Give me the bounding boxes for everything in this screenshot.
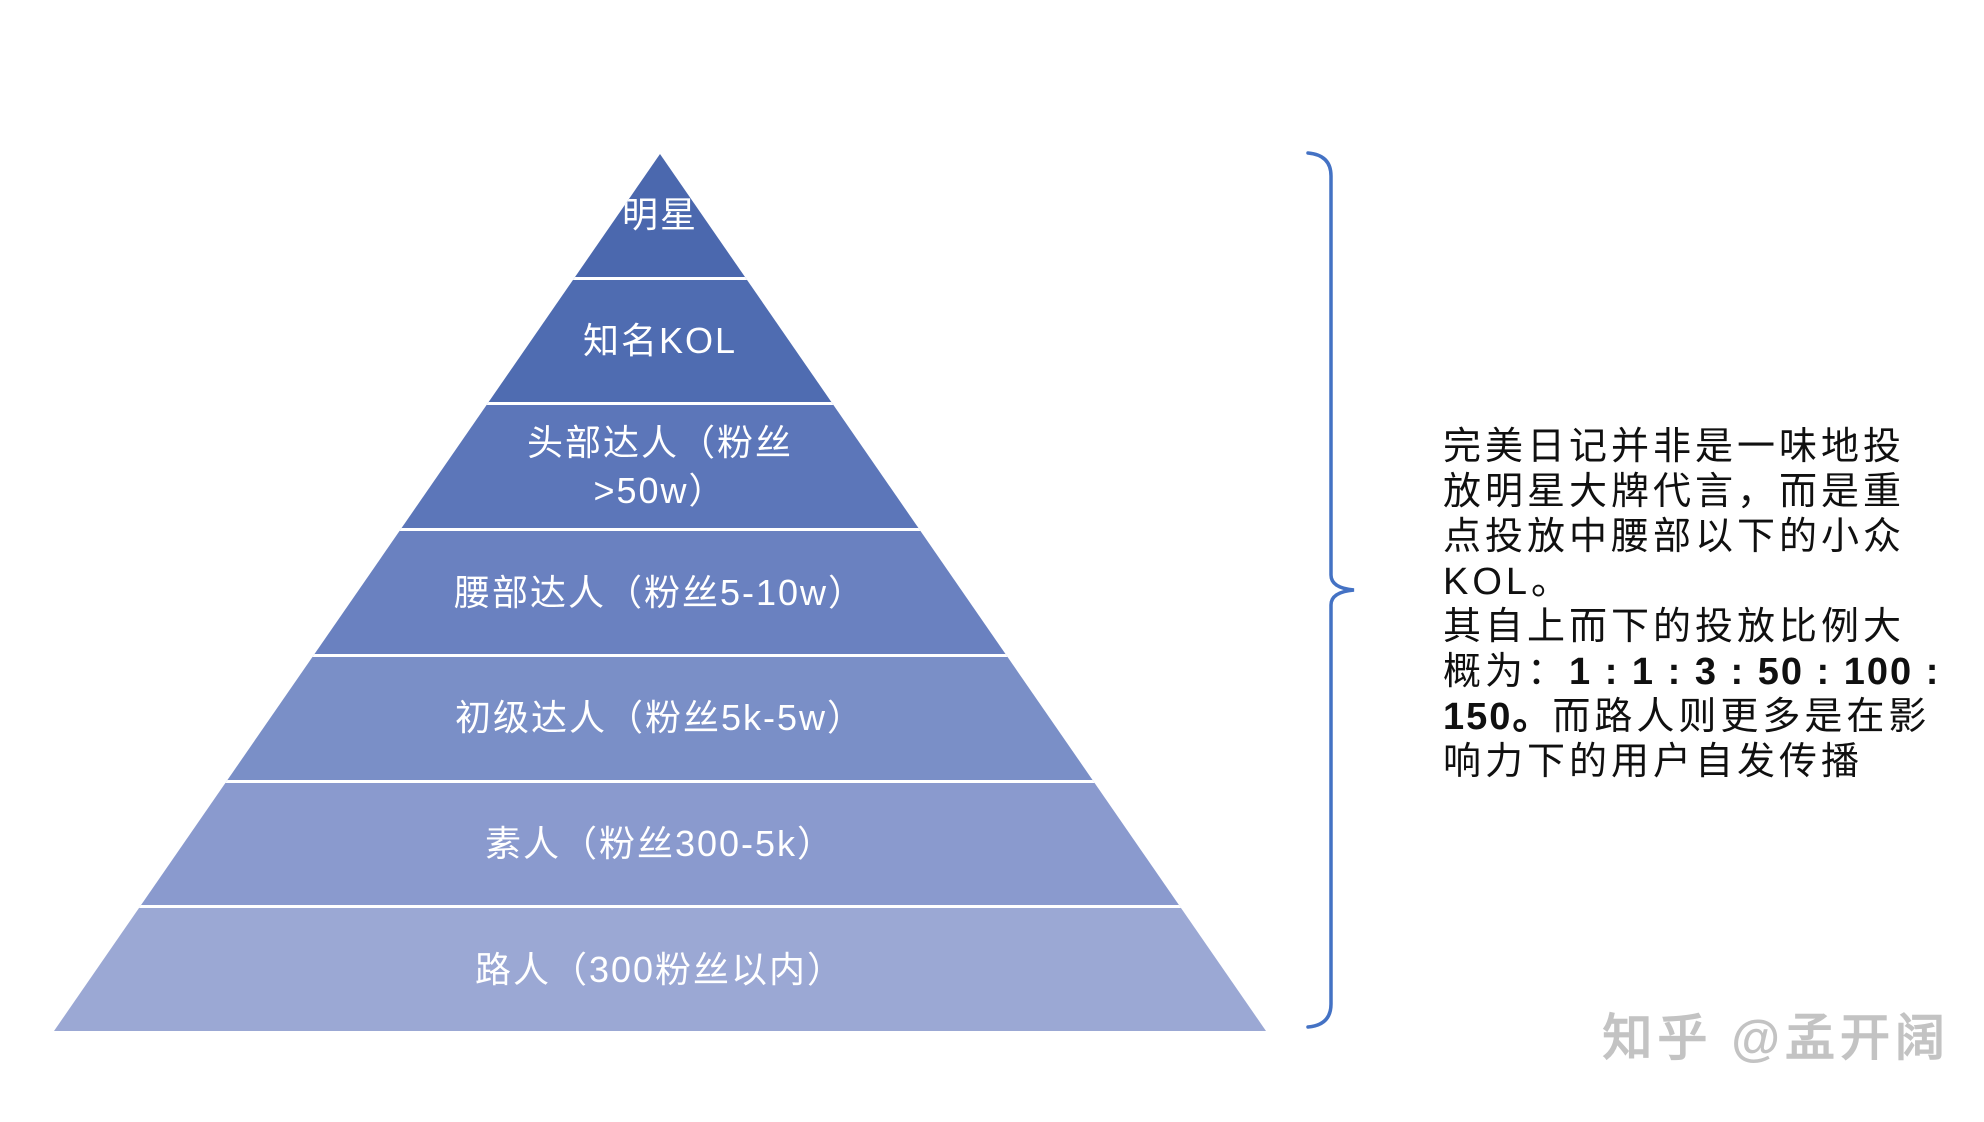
pyramid-level-junior-talent-label: 初级达人（粉丝5k-5w） [454,697,866,739]
annotation-text-after: 而路人则更多是在影 响力下的用户自发传播 [1443,696,1931,783]
annotation-ratio-bold: 1 : 1 : 3 : 50 : 100 : 150。 [1443,651,1941,738]
annotation-text: 完美日记并非是一味地投 放明星大牌代言，而是重 点投放中腰部以下的小众 KOL。… [1443,380,1983,785]
pyramid-level-star-label: 明星 [621,194,698,236]
pyramid-level-passerby-label: 路人（300粉丝以内） [474,948,846,990]
annotation-text-before: 完美日记并非是一味地投 放明星大牌代言，而是重 点投放中腰部以下的小众 KOL。… [1443,426,1906,693]
zhihu-watermark: 知乎 @孟开阔 [1602,1010,1950,1066]
pyramid-level-amateur: 素人（粉丝300-5k） [54,779,1266,906]
pyramid-level-amateur-label: 素人（粉丝300-5k） [484,822,836,864]
pyramid-level-waist-talent-label: 腰部达人（粉丝5-10w） [453,571,867,613]
pyramid-level-famous-kol: 知名KOL [54,276,1266,403]
kol-pyramid: 明星 知名KOL 头部达人（粉丝 >50w） 腰部达人（粉丝5-10w） 初级达… [54,154,1266,1031]
pyramid-level-head-talent-label: 头部达人（粉丝 >50w） [526,421,793,511]
pyramid-level-waist-talent: 腰部达人（粉丝5-10w） [54,528,1266,654]
pyramid-level-passerby: 路人（300粉丝以内） [54,905,1266,1031]
pyramid-level-famous-kol-label: 知名KOL [582,320,738,362]
pyramid-level-junior-talent: 初级达人（粉丝5k-5w） [54,653,1266,780]
pyramid-level-star: 明星 [54,154,1266,277]
pyramid-level-head-talent: 头部达人（粉丝 >50w） [54,402,1266,529]
